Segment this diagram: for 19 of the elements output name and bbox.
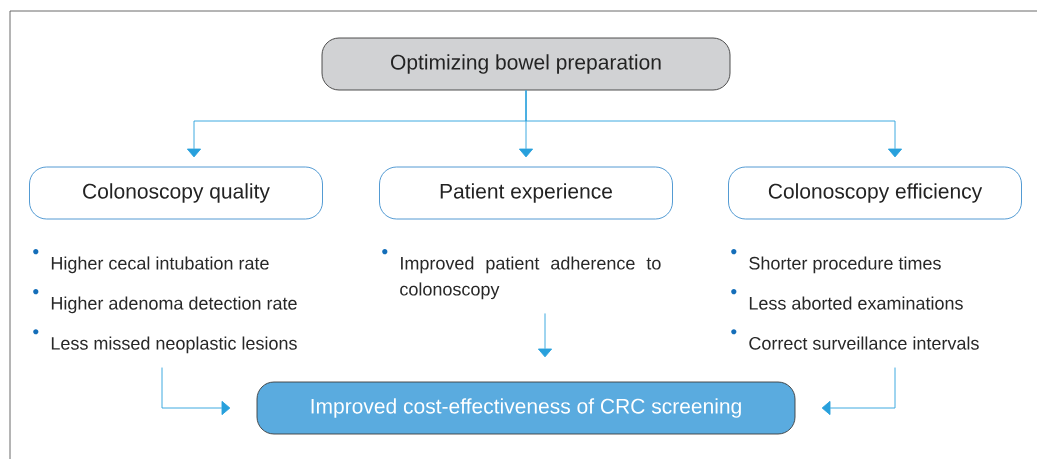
process-box: Optimizing bowel preparation [321, 37, 731, 91]
node-label: Higher cecal intubation rate [51, 256, 269, 274]
bullet-list: Improved patient adherence to colonoscopy [382, 249, 661, 300]
node-label: Improved patient adherence to colonoscopy [400, 256, 661, 300]
arrow [821, 367, 896, 416]
node-label: Less aborted examinations [749, 296, 963, 310]
bullet-list: Shorter procedure times Less aborted examinations Correct surveillance intervals [731, 249, 979, 350]
node-label: Higher adenoma detection rate [51, 296, 297, 314]
category-box: Patient experience [379, 166, 673, 220]
bullet-list: Higher cecal intubation rate Higher adenoma detection rate Less missed neoplastic lesions [33, 249, 297, 354]
node-label: Less missed neoplastic lesions [51, 336, 297, 354]
node-label: Shorter procedure times [749, 256, 941, 274]
category-box: Colonoscopy quality [29, 166, 323, 220]
arrow [161, 367, 231, 416]
category-box: Colonoscopy efficiency [728, 166, 1022, 220]
outcome-box: Improved cost-effectiveness of CRC screening [256, 381, 796, 435]
node-label: Correct surveillance intervals [749, 336, 979, 350]
arrow [525, 90, 903, 158]
arrow [537, 313, 553, 358]
